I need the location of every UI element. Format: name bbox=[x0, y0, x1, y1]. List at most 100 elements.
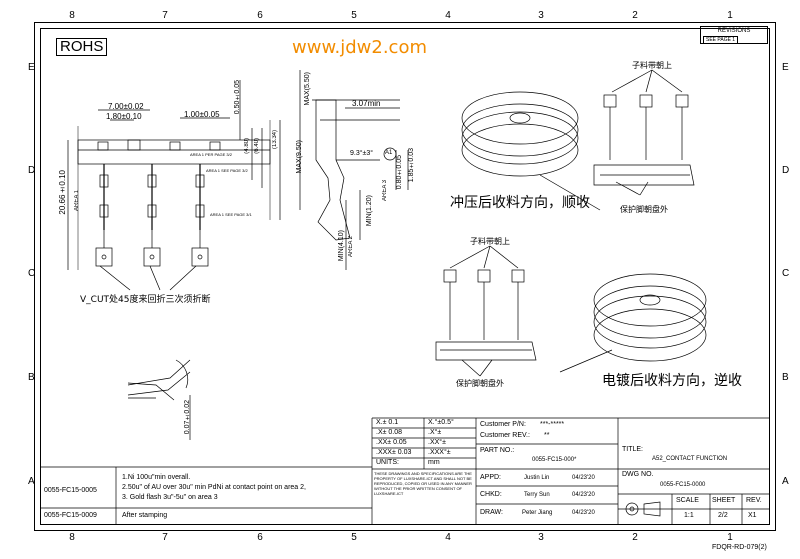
zone-col-1: 1 bbox=[727, 10, 733, 21]
zone-col-2-bottom: 2 bbox=[632, 532, 638, 543]
dim-4-80: (4.80) bbox=[244, 138, 250, 154]
tol-cell: X.°±0.5° bbox=[428, 419, 454, 426]
reel-top-label-up: 子料带朝上 bbox=[632, 61, 672, 70]
area-1-label: AREA 1 bbox=[74, 190, 80, 212]
dim-3-07: 3.07min bbox=[352, 99, 381, 108]
dim-0-50: 0.50±0.05 bbox=[234, 80, 241, 115]
note-1: 1.Ni 100u"min overall. bbox=[122, 474, 191, 481]
zone-col-3-bottom: 3 bbox=[538, 532, 544, 543]
zone-row-c-right: C bbox=[782, 268, 790, 279]
dim-angle: 9.3°±3° bbox=[350, 150, 374, 157]
part-no-label: PART NO.: bbox=[480, 447, 515, 454]
zone-col-5-bottom: 5 bbox=[351, 532, 357, 543]
zone-col-8: 8 bbox=[69, 10, 75, 21]
zone-col-5: 5 bbox=[351, 10, 357, 21]
disclaimer-text: THESE DRAWINGS AND SPECIFICATIONS ARE TH… bbox=[374, 471, 472, 496]
customer-pn: ***-***** bbox=[540, 421, 565, 428]
zone-row-e: E bbox=[28, 62, 35, 73]
dim-13-34: (13.34) bbox=[272, 130, 278, 150]
drawing-frame bbox=[34, 22, 776, 531]
appd-name: Justin Lin bbox=[524, 475, 550, 481]
dwg-no-label: DWG NO. bbox=[622, 471, 654, 478]
title-label: TITLE: bbox=[622, 446, 644, 453]
zone-row-b-right: B bbox=[782, 372, 789, 383]
reel-bottom-label-out: 保护脚朝盘外 bbox=[456, 379, 504, 388]
scale-label: SCALE bbox=[676, 497, 699, 504]
sheet-value: 2/2 bbox=[718, 512, 728, 519]
revisions-sub: SEE PAGE 1 bbox=[703, 36, 739, 44]
small-note-3: AREA 1 SEE PAGE 3/1 bbox=[210, 212, 252, 217]
zone-col-6-bottom: 6 bbox=[257, 532, 263, 543]
dim-1-85: 1.85±0.03 bbox=[408, 148, 415, 183]
draw-date: 04/23'20 bbox=[572, 510, 595, 516]
chkd-name: Terry Sun bbox=[524, 492, 550, 498]
zone-col-4: 4 bbox=[445, 10, 451, 21]
appd-label: APPD: bbox=[480, 474, 502, 481]
website-watermark: www.jdw2.com bbox=[292, 37, 427, 58]
zone-col-8-bottom: 8 bbox=[69, 532, 75, 543]
draw-name: Peter Jiang bbox=[522, 510, 553, 516]
drawing-title: A52_CONTACT FUNCTION bbox=[652, 456, 728, 462]
dim-max-5-50: MAX(5.50) bbox=[304, 72, 311, 106]
zone-row-d-right: D bbox=[782, 165, 790, 176]
form-number: FDQR-RD-079(2) bbox=[712, 544, 767, 551]
revisions-title: REVISIONS bbox=[717, 28, 751, 34]
dwg-no: 0055-FC15-0000 bbox=[660, 482, 706, 488]
after-stamping: After stamping bbox=[122, 512, 168, 519]
zone-col-1-bottom: 1 bbox=[727, 532, 733, 543]
zone-col-2: 2 bbox=[632, 10, 638, 21]
reel-bottom-caption: 电镀后收料方向，逆收 bbox=[602, 373, 742, 389]
tol-cell: .X°± bbox=[428, 429, 442, 436]
chkd-label: CHKD: bbox=[480, 491, 502, 498]
tol-cell: .XXX°± bbox=[428, 449, 451, 456]
part-b: 0055-FC15-0009 bbox=[44, 512, 97, 519]
zone-row-d: D bbox=[28, 165, 36, 176]
part-no: 0055-FC15-000* bbox=[532, 457, 577, 463]
rev-label: REV. bbox=[746, 497, 762, 504]
reel-top-label-out: 保护脚朝盘外 bbox=[620, 205, 668, 214]
tol-cell: .X± 0.08 bbox=[376, 429, 403, 436]
tol-cell: .XX°± bbox=[428, 439, 446, 446]
dim-1-00: 1.00±0.05 bbox=[184, 110, 220, 119]
tol-cell: X.± 0.1 bbox=[376, 419, 399, 426]
reel-bottom-label-up: 子料带朝上 bbox=[470, 237, 510, 246]
zone-col-7: 7 bbox=[162, 10, 168, 21]
datum-balloon: A1 bbox=[385, 150, 393, 156]
small-note-1: AREA 1 PER PAGE 3/2 bbox=[190, 152, 232, 157]
drawing-border bbox=[40, 28, 770, 525]
dim-20-66: 20.66±0.10 bbox=[58, 170, 67, 215]
small-note-2: AREA 1 SEE PAGE 3/2 bbox=[206, 168, 248, 173]
dim-min-4-10: MIN(4.10) bbox=[338, 230, 345, 262]
zone-col-7-bottom: 7 bbox=[162, 532, 168, 543]
part-a: 0055-FC15-0005 bbox=[44, 487, 97, 494]
v-cut-note: V_CUT处45度来回折三次须折断 bbox=[80, 295, 211, 305]
zone-col-4-bottom: 4 bbox=[445, 532, 451, 543]
tol-cell: mm bbox=[428, 459, 440, 466]
dim-1-80: 1.80±0.10 bbox=[106, 112, 142, 121]
dim-7-00: 7.00±0.02 bbox=[108, 102, 144, 111]
chkd-date: 04/23'20 bbox=[572, 492, 595, 498]
customer-pn-label: Customer P/N: bbox=[480, 421, 526, 428]
tol-cell: .XX± 0.05 bbox=[376, 439, 407, 446]
dim-max-9-50: MAX(9.50) bbox=[296, 140, 303, 174]
area-3-label: AREA 3 bbox=[382, 180, 388, 202]
zone-row-b: B bbox=[28, 372, 35, 383]
note-2: 2.50u" of AU over 30u" min PdNi at conta… bbox=[122, 484, 306, 491]
sheet-label: SHEET bbox=[712, 497, 736, 504]
zone-col-6: 6 bbox=[257, 10, 263, 21]
dim-6-40: (6.40) bbox=[254, 138, 260, 154]
draw-label: DRAW: bbox=[480, 509, 503, 516]
reel-top-caption: 冲压后收料方向，顺收 bbox=[450, 195, 590, 211]
customer-rev-label: Customer REV.: bbox=[480, 432, 530, 439]
zone-col-3: 3 bbox=[538, 10, 544, 21]
zone-row-a: A bbox=[28, 476, 35, 487]
strip-body bbox=[77, 139, 271, 165]
dim-min-1-20: MIN(1.20) bbox=[366, 195, 373, 227]
note-3: 3. Gold flash 3u"-5u" on area 3 bbox=[122, 494, 218, 501]
zone-row-c: C bbox=[28, 268, 36, 279]
customer-rev: ** bbox=[544, 432, 550, 439]
scale-value: 1:1 bbox=[684, 512, 694, 519]
rohs-badge: ROHS bbox=[56, 38, 108, 56]
area-2-label: AREA 2 bbox=[348, 236, 354, 258]
